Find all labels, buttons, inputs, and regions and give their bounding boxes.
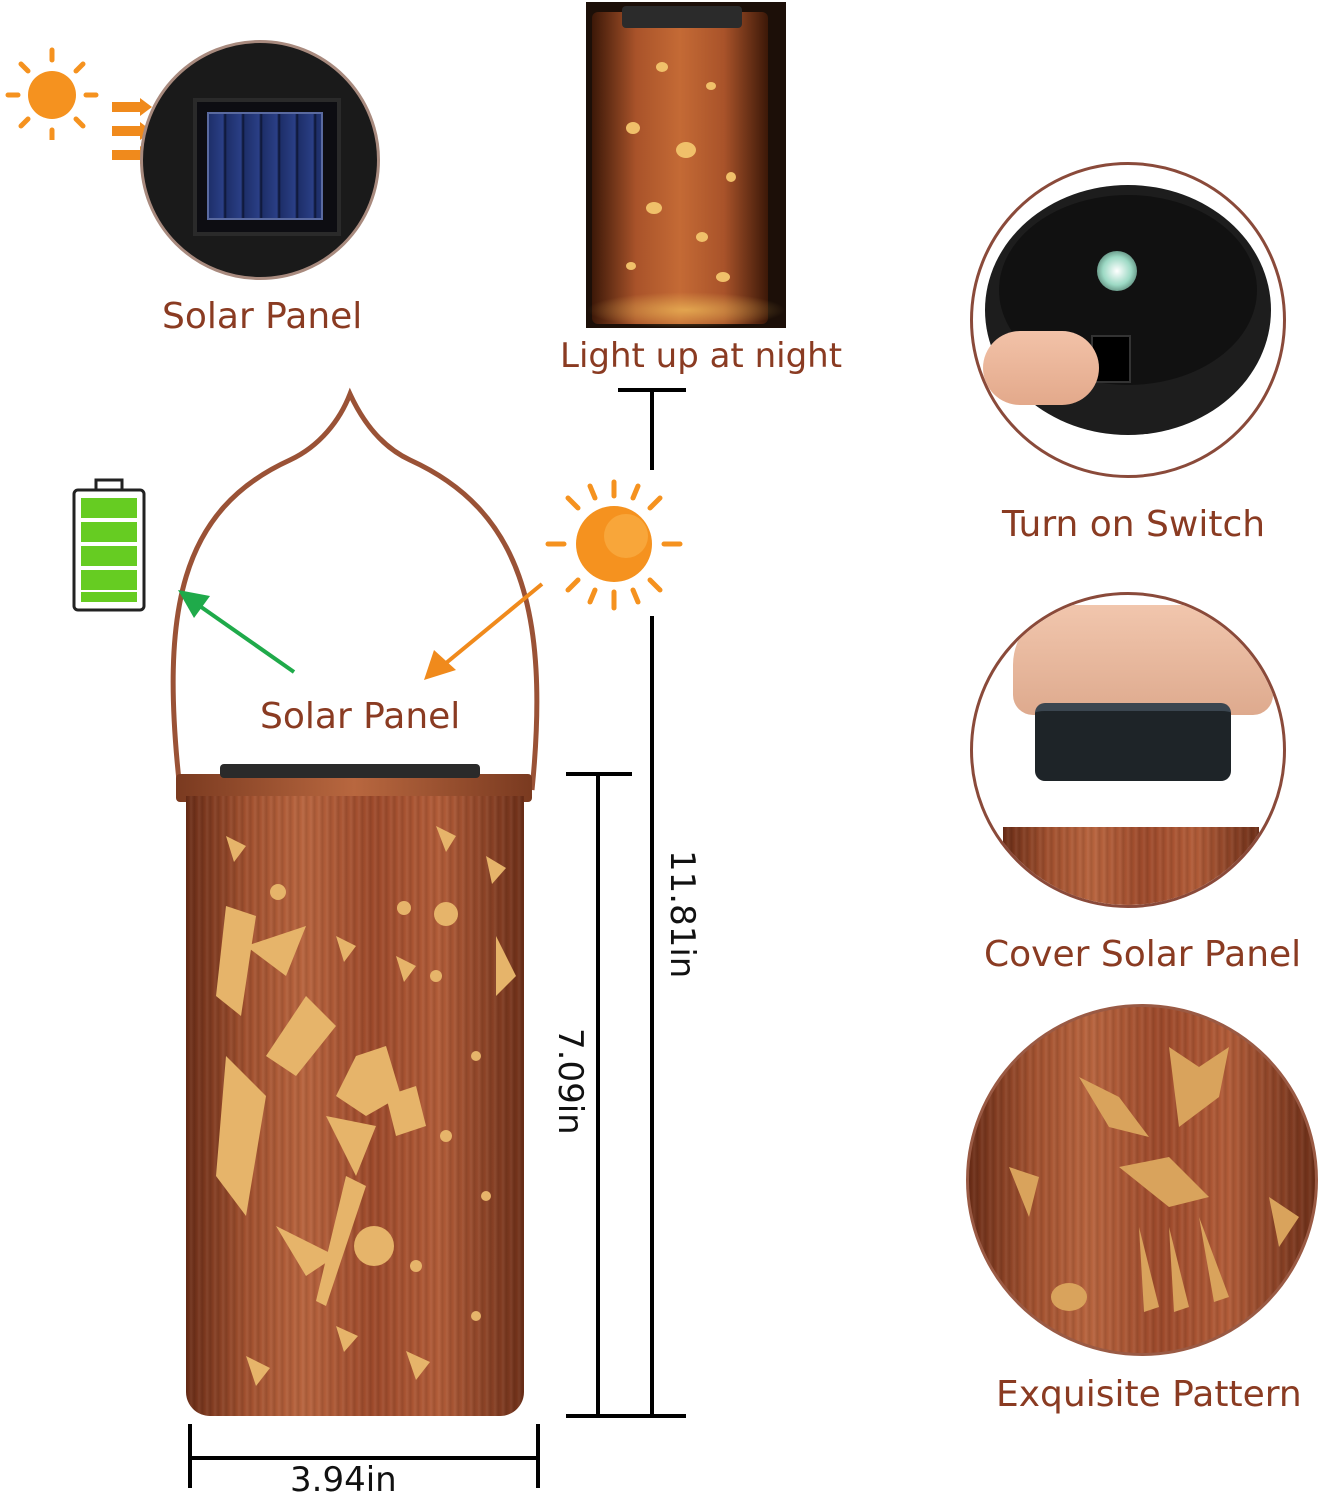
caption-light-up: Light up at night <box>560 336 843 376</box>
solar-cap <box>1035 703 1231 781</box>
lantern-cutout-pattern <box>216 826 516 1386</box>
dim-line-width <box>188 1456 540 1460</box>
caption-cover-panel: Cover Solar Panel <box>984 934 1302 975</box>
sun-icon-mid <box>540 476 690 614</box>
solar-panel-closeup <box>140 40 380 280</box>
cover-panel-closeup <box>970 592 1286 908</box>
dim-bottom-tick <box>566 1414 686 1418</box>
dim-line-total-upper <box>650 388 654 470</box>
caption-solar-panel-mid: Solar Panel <box>260 696 461 737</box>
switch-closeup <box>970 162 1286 478</box>
caption-solar-panel-top: Solar Panel <box>162 296 363 337</box>
hummingbird-pattern <box>1009 1047 1299 1312</box>
pattern-closeup <box>966 1004 1318 1356</box>
arrows-to-battery <box>178 582 544 680</box>
lantern-top-edge <box>1003 827 1259 905</box>
led-bulb-icon <box>1097 251 1137 291</box>
dim-line-body <box>596 772 600 1416</box>
hand <box>1013 605 1273 715</box>
dim-line-total-lower <box>650 616 654 1416</box>
finger <box>983 331 1099 405</box>
lantern-cap <box>220 764 480 778</box>
sun-icon-top <box>0 40 100 143</box>
lantern-body <box>186 796 524 1416</box>
lantern-handle <box>170 387 540 791</box>
dim-width: 3.94in <box>290 1460 397 1500</box>
dim-body-height: 7.09in <box>550 1028 590 1135</box>
caption-exquisite: Exquisite Pattern <box>996 1374 1302 1415</box>
battery-full-icon <box>72 478 146 612</box>
night-lantern-photo <box>586 2 786 328</box>
dim-total-height: 11.81in <box>662 850 702 979</box>
caption-turn-on: Turn on Switch <box>1002 504 1266 545</box>
solar-panel-icon <box>193 98 341 236</box>
